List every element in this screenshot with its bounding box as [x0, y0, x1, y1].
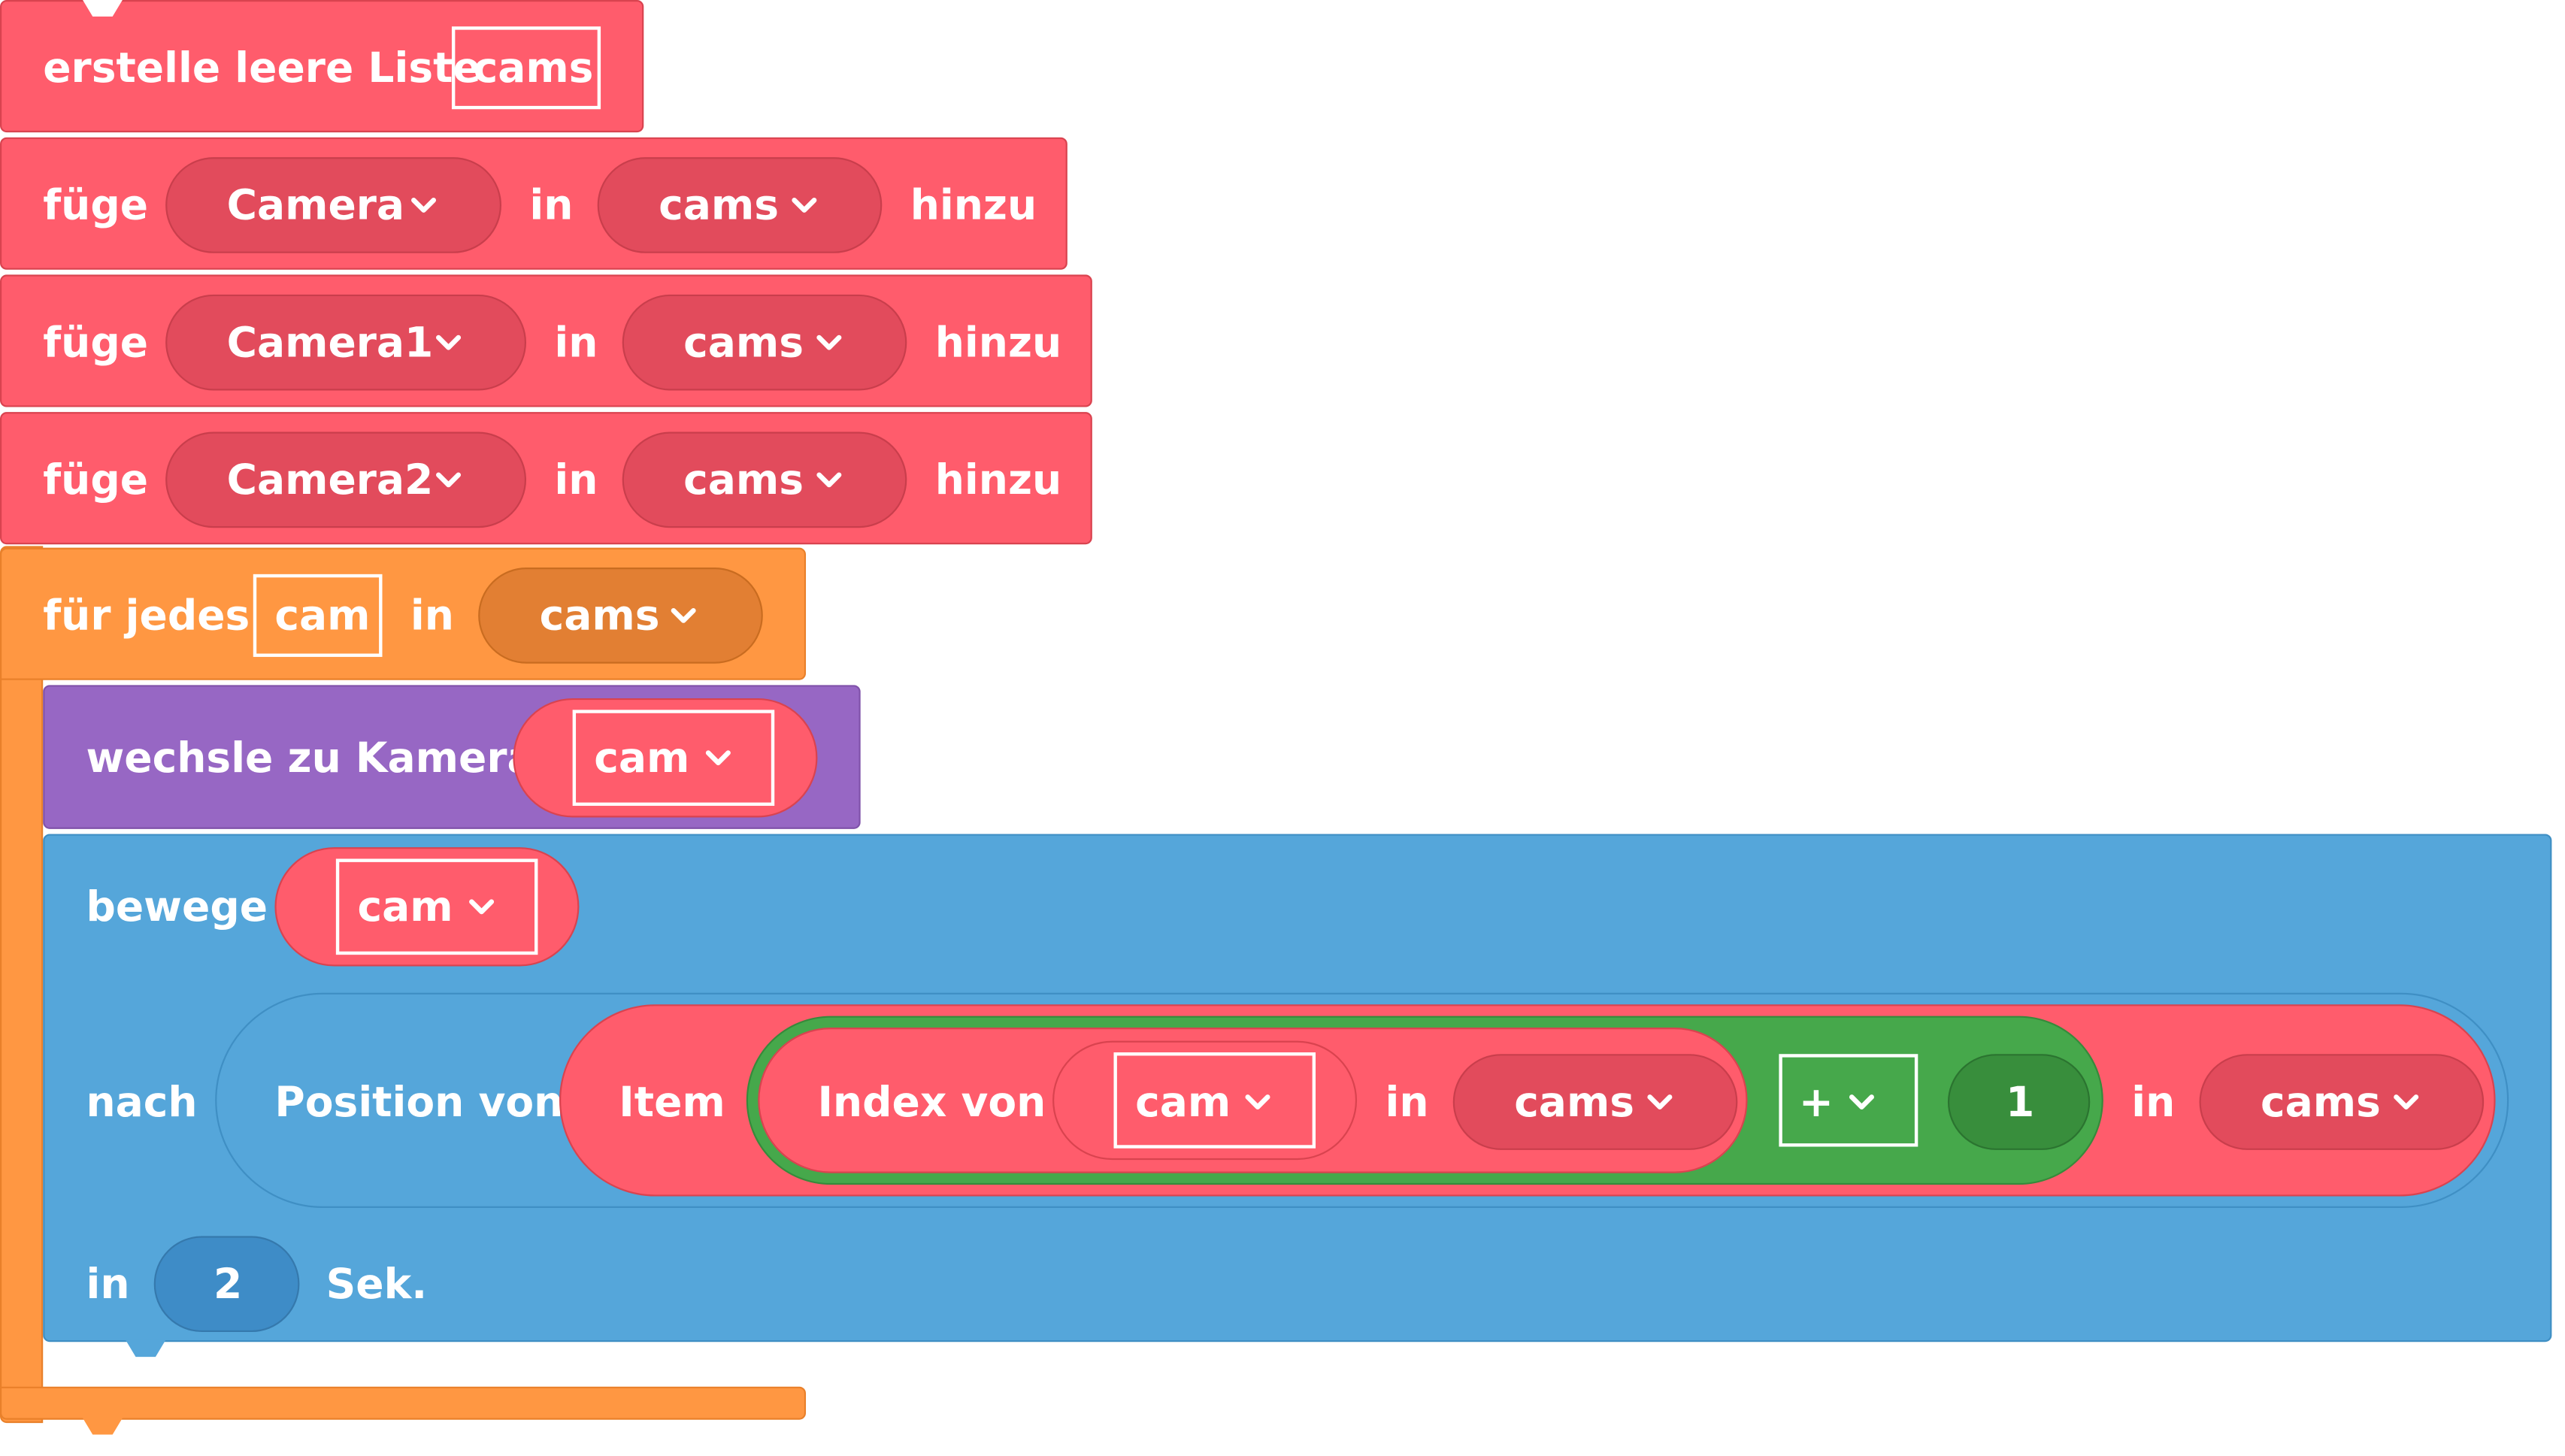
- loop-list-dropdown[interactable]: [478, 568, 763, 664]
- camera-variable-dropdown[interactable]: [572, 710, 775, 807]
- hinzu-label: hinzu: [910, 181, 1037, 229]
- chevron-down-icon: [816, 472, 842, 488]
- item-dropdown-value: Camera1: [226, 318, 434, 367]
- item-dropdown[interactable]: [165, 431, 527, 528]
- item-list-dropdown[interactable]: [2199, 1054, 2485, 1150]
- item-dropdown[interactable]: [165, 294, 527, 391]
- camera-variable-value: cam: [594, 734, 690, 782]
- chevron-down-icon: [1647, 1094, 1673, 1109]
- in-label: in: [86, 1260, 130, 1309]
- in-label: in: [1385, 1078, 1429, 1126]
- add-label: füge: [43, 456, 149, 504]
- for-each-loop-rail: [0, 546, 44, 1424]
- chevron-down-icon: [436, 472, 462, 488]
- chevron-down-icon: [436, 334, 462, 350]
- add-label: füge: [43, 318, 149, 367]
- list-name-field[interactable]: [451, 26, 601, 110]
- list-dropdown-value: cams: [659, 181, 779, 229]
- item-dropdown[interactable]: [165, 157, 501, 253]
- hinzu-label: hinzu: [934, 456, 1062, 504]
- operator-dropdown[interactable]: [1779, 1054, 1918, 1147]
- chevron-down-icon: [1245, 1094, 1270, 1109]
- chevron-down-icon: [411, 198, 437, 213]
- move-target-value: cam: [357, 882, 453, 931]
- list-dropdown[interactable]: [622, 294, 907, 391]
- item-label: Item: [619, 1078, 725, 1126]
- index-var-reporter[interactable]: [1052, 1040, 1358, 1161]
- index-var-value: cam: [1135, 1078, 1231, 1126]
- loop-variable-field[interactable]: [253, 574, 383, 657]
- in-label: in: [410, 591, 454, 640]
- top-notch: [66, 0, 139, 17]
- loop-list-value: cams: [539, 591, 660, 640]
- item-dropdown-value: Camera: [226, 181, 405, 229]
- chevron-down-icon: [1849, 1094, 1874, 1109]
- operand-number-value: 1: [2005, 1078, 2035, 1126]
- loop-variable-value: cam: [274, 591, 371, 640]
- chevron-down-icon: [671, 607, 696, 623]
- item-dropdown-value: Camera2: [226, 456, 434, 504]
- move-target-reporter[interactable]: [274, 847, 580, 967]
- chevron-down-icon: [469, 899, 495, 915]
- list-dropdown[interactable]: [622, 431, 907, 528]
- list-name-value: cams: [473, 44, 594, 92]
- operator-value: +: [1798, 1078, 1834, 1126]
- add-to-list-block[interactable]: [0, 137, 1067, 270]
- operand-number-field[interactable]: [1947, 1054, 2091, 1150]
- create-list-label: erstelle leere Liste: [43, 44, 481, 92]
- switch-camera-label: wechsle zu Kamera: [86, 734, 535, 782]
- index-list-value: cams: [1514, 1078, 1635, 1126]
- add-to-list-block[interactable]: [0, 274, 1092, 407]
- index-var-dropdown[interactable]: [1113, 1052, 1316, 1149]
- for-each-loop-bottom: [0, 1386, 807, 1420]
- add-to-list-block[interactable]: [0, 412, 1092, 545]
- duration-number-field[interactable]: [153, 1236, 300, 1333]
- index-list-dropdown[interactable]: [1452, 1054, 1738, 1150]
- in-label: in: [529, 181, 574, 229]
- list-dropdown-value: cams: [683, 456, 804, 504]
- move-label: bewege: [86, 882, 268, 931]
- to-label: nach: [86, 1078, 198, 1126]
- chevron-down-icon: [705, 750, 731, 766]
- move-block-bottom-notch: [109, 1340, 183, 1358]
- loop-bottom-notch: [66, 1418, 139, 1435]
- chevron-down-icon: [816, 334, 842, 350]
- item-list-value: cams: [2260, 1078, 2381, 1126]
- for-each-label: für jedes: [43, 591, 250, 640]
- add-label: füge: [43, 181, 149, 229]
- chevron-down-icon: [792, 198, 817, 213]
- create-list-block[interactable]: [0, 0, 644, 133]
- seconds-unit-label: Sek.: [326, 1260, 428, 1309]
- chevron-down-icon: [2394, 1094, 2419, 1109]
- duration-number-value: 2: [213, 1260, 243, 1309]
- list-dropdown-value: cams: [683, 318, 804, 367]
- in-label: in: [2131, 1078, 2176, 1126]
- position-of-label: Position von: [274, 1078, 564, 1126]
- in-label: in: [554, 456, 598, 504]
- move-target-dropdown[interactable]: [335, 858, 538, 955]
- hinzu-label: hinzu: [934, 318, 1062, 367]
- list-dropdown[interactable]: [597, 157, 883, 253]
- camera-variable-reporter[interactable]: [513, 698, 818, 818]
- index-of-label: Index von: [817, 1078, 1046, 1126]
- in-label: in: [554, 318, 598, 367]
